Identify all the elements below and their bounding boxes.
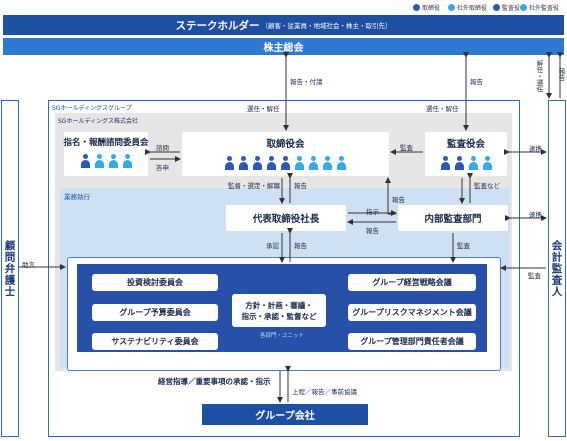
- label-audit-etc: 監査など: [474, 182, 500, 190]
- label-report-submit: 報告・付議: [290, 78, 323, 86]
- legend-director: 取締役: [413, 3, 440, 12]
- label-report-down: 報告: [294, 242, 307, 250]
- member-icons: [440, 156, 493, 170]
- member-icons: [224, 156, 347, 170]
- person-icon: [252, 156, 263, 170]
- label-right-top-elect: 解任・選任: [535, 60, 543, 93]
- sustainability-committee: サステナビリティ委員会: [92, 333, 218, 350]
- president-box: 代表取締役社長: [226, 205, 346, 231]
- stakeholder-bar: ステークホルダー （顧客・従業員・地域社会・株主・取引先）: [3, 15, 564, 35]
- label-elect-dismiss-right: 選任・解任: [426, 105, 459, 113]
- shareholders-meeting: 株主総会: [3, 38, 564, 55]
- person-icon: [468, 156, 479, 170]
- person-icon: [266, 156, 277, 170]
- person-icon: [440, 156, 451, 170]
- person-icon: [94, 154, 105, 168]
- investment-committee: 投資検討委員会: [92, 274, 218, 291]
- execution-label: 業務執行: [64, 193, 90, 201]
- label-elect-dismiss-left: 選任・解任: [247, 105, 280, 113]
- group-label: SGホールディングスグループ: [52, 105, 132, 112]
- person-icon: [308, 156, 319, 170]
- legend-outside-director: 社外取締役: [448, 3, 487, 12]
- legend-auditor: 監査役: [493, 3, 520, 12]
- label-coop-mid: 連携: [529, 211, 542, 219]
- person-icon: [413, 4, 420, 11]
- accounting-auditor: 会計監査人: [548, 100, 566, 437]
- person-icon: [238, 156, 249, 170]
- person-icon: [520, 4, 527, 11]
- person-icon: [322, 156, 333, 170]
- label-report-audit: 報告: [392, 196, 405, 204]
- label-coop-top: 連携: [529, 145, 542, 153]
- label-audit-right: 監査: [528, 272, 541, 280]
- label-report-top-right: 報告: [470, 78, 483, 86]
- person-icon: [454, 156, 465, 170]
- person-icon: [224, 156, 235, 170]
- group-companies: グループ会社: [202, 404, 368, 425]
- company-label: SGホールディングス株式会社: [58, 118, 139, 125]
- budget-committee: グループ予算委員会: [92, 304, 218, 321]
- person-icon: [294, 156, 305, 170]
- label-supervise: 監督・選定・解職: [228, 182, 280, 190]
- legend-outside-auditor: 社外監査役: [520, 3, 559, 12]
- label-reply: 答申: [156, 164, 169, 172]
- label-report-mid: 報告: [366, 227, 379, 235]
- label-consult: 諮問: [156, 144, 169, 152]
- person-icon: [336, 156, 347, 170]
- risk-management-meeting: グループリスクマネジメント会議: [348, 304, 476, 321]
- admin-managers-meeting: グループ管理部門責任者会議: [348, 333, 476, 350]
- person-icon: [80, 154, 91, 168]
- person-icon: [280, 156, 291, 170]
- center-policy-box: 方針・計画・審議・ 指示・承認・監督など: [232, 294, 326, 327]
- legal-advisor: 顧問弁護士: [1, 100, 19, 437]
- person-icon: [122, 154, 133, 168]
- label-proposal: 上程／報告／事前協議: [292, 388, 357, 396]
- nomination-committee: 指名・報酬諮問委員会: [64, 132, 149, 176]
- strategy-meeting: グループ経営戦略会議: [348, 274, 476, 291]
- audit-board: 監査役会: [425, 132, 507, 176]
- center-sub-label: 各部門・ユニット: [260, 333, 305, 339]
- label-audit-left: 監査: [400, 144, 413, 152]
- label-advice: 助言: [22, 261, 35, 269]
- label-management-guide: 経営指導／重要事項の承認・指示: [158, 377, 271, 386]
- person-icon: [493, 4, 500, 11]
- label-report-board: 報告: [294, 182, 307, 190]
- board-of-directors: 取締役会: [182, 132, 389, 176]
- label-right-top-report: 報告: [557, 68, 565, 81]
- person-icon: [482, 156, 493, 170]
- member-icons: [80, 154, 133, 168]
- label-approve: 承認: [266, 242, 279, 250]
- label-audit-down: 監査: [457, 242, 470, 250]
- person-icon: [108, 154, 119, 168]
- person-icon: [448, 4, 455, 11]
- internal-audit-box: 内部監査部門: [398, 205, 508, 231]
- label-instruct: 指示: [366, 208, 379, 216]
